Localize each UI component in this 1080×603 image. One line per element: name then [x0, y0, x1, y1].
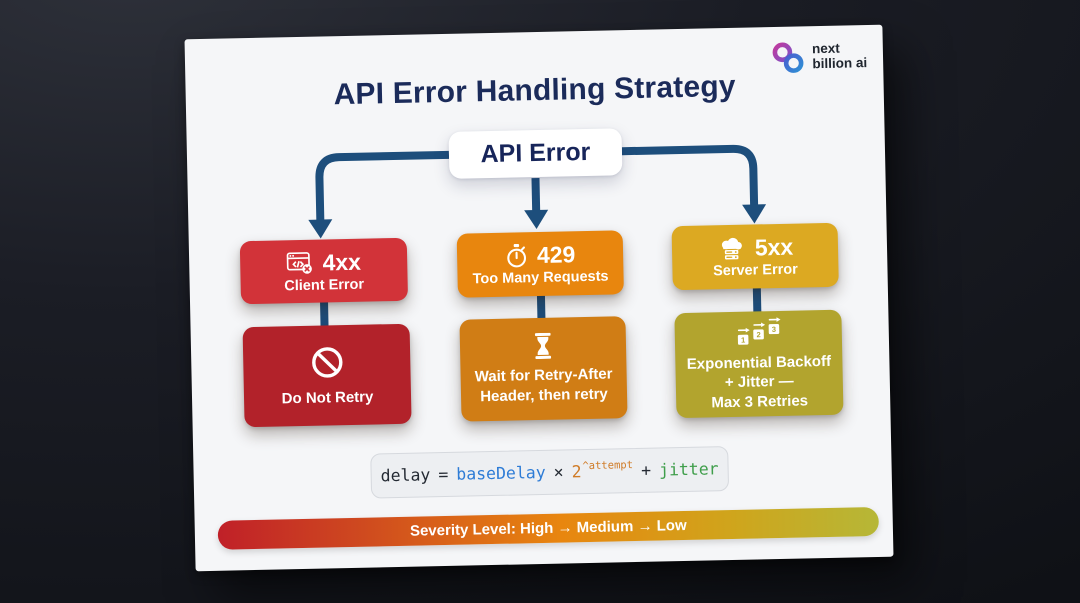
action-text-429: Wait for Retry-After Header, then retry: [474, 365, 613, 405]
error-code-5xx: 5xx: [754, 233, 794, 261]
formula-base-delay: baseDelay: [456, 462, 546, 484]
severity-label: Severity Level: High → Medium → Low: [409, 516, 687, 540]
error-code-4xx: 4xx: [322, 248, 362, 276]
formula-jitter: jitter: [658, 459, 719, 480]
root-node-api-error: API Error: [448, 128, 623, 179]
node-4xx-client-error: 4xx Client Error: [239, 237, 409, 305]
nextbillion-logo-icon: [771, 40, 806, 75]
retry-delay-formula: delay = baseDelay × 2^attempt + jitter: [370, 446, 730, 499]
formula-lhs: delay: [380, 465, 431, 486]
hourglass-icon: [533, 332, 554, 360]
browser-error-icon: [286, 251, 313, 275]
no-entry-icon: [307, 343, 346, 382]
formula-two: 2: [571, 462, 582, 482]
cloud-server-icon: [717, 236, 747, 262]
error-type-4xx: Client Error: [284, 276, 365, 294]
formula-times: ×: [553, 462, 564, 482]
node-do-not-retry: Do Not Retry: [242, 323, 412, 428]
action-text-5xx: Exponential Backoff + Jitter — Max 3 Ret…: [686, 352, 832, 412]
connector-center: [531, 177, 541, 212]
flow-connectors: [308, 144, 767, 329]
node-5xx-heading: 5xx: [717, 234, 794, 263]
connector-right: [621, 144, 759, 206]
formula-exponent: ^attempt: [582, 458, 634, 472]
connector-left: [315, 150, 450, 221]
error-type-429: Too Many Requests: [472, 268, 609, 288]
formula-equals: =: [438, 464, 449, 485]
node-4xx-heading: 4xx: [286, 248, 361, 277]
action-text-4xx: Do Not Retry: [281, 388, 374, 408]
node-5xx-server-error: 5xx Server Error: [671, 222, 839, 291]
node-429-too-many-requests: 429 Too Many Requests: [456, 230, 624, 298]
node-429-heading: 429: [505, 241, 576, 269]
svg-text:1: 1: [740, 335, 744, 344]
svg-text:3: 3: [771, 325, 775, 334]
backoff-steps-icon: 1 2 3: [734, 316, 783, 347]
arrowhead-left-icon: [308, 219, 333, 239]
svg-text:2: 2: [756, 330, 760, 339]
node-wait-retry-after: Wait for Retry-After Header, then retry: [459, 316, 628, 422]
node-exponential-backoff: 1 2 3 Exponential Backoff + Jitter — Max…: [674, 309, 844, 419]
arrowhead-center-icon: [524, 209, 549, 230]
root-node-label: API Error: [480, 137, 591, 169]
connector-stub-left: [319, 298, 329, 329]
arrowhead-right-icon: [742, 204, 767, 224]
stopwatch-icon: [505, 243, 529, 268]
nextbillion-logo: next billion ai: [771, 39, 867, 75]
error-type-5xx: Server Error: [712, 261, 798, 280]
poster-card: next billion ai API Error Handling Strat…: [184, 24, 894, 572]
error-code-429: 429: [536, 241, 576, 269]
formula-plus: +: [640, 460, 652, 480]
